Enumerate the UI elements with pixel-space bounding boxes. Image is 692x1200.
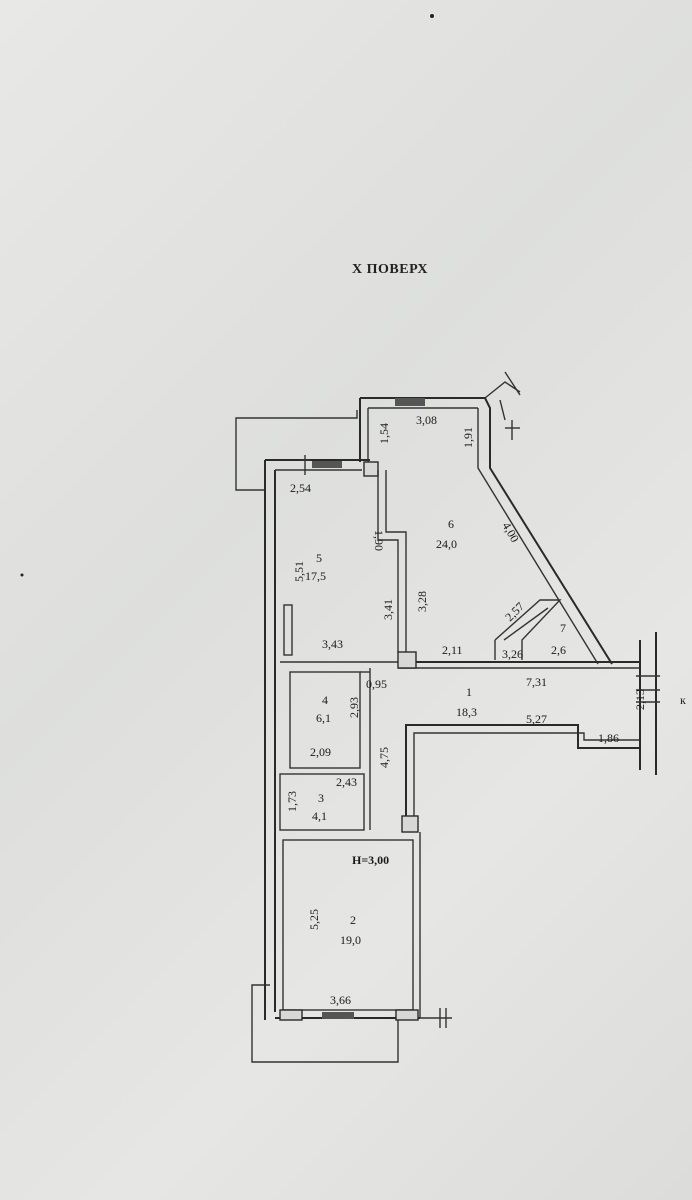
room-6-area: 24,0: [436, 537, 457, 551]
wall-room7: [503, 607, 549, 641]
wall-corridor-bottom-inner: [413, 732, 640, 830]
dimension: 3,28: [415, 591, 429, 612]
dimension: 3,43: [322, 637, 343, 651]
dimension: 2,13: [633, 689, 647, 710]
ceiling-height: Н=3,00: [352, 853, 389, 867]
room-5-area: 17,5: [305, 569, 326, 583]
dimension: 4,00: [499, 520, 522, 545]
column: [397, 651, 417, 669]
entry-mark: [504, 371, 521, 396]
dimension: 2,11: [442, 643, 463, 657]
room-1-area: 18,3: [456, 705, 477, 719]
room-6-number: 6: [448, 517, 454, 531]
window-frame: [395, 1009, 419, 1021]
wall-room6-left: [385, 470, 407, 652]
speck: [430, 14, 434, 18]
dimension: 3,26: [502, 647, 523, 661]
dimension: 5,51: [292, 561, 306, 582]
window: [312, 461, 342, 468]
dimension: 4,75: [377, 747, 391, 768]
room-4-number: 4: [322, 693, 328, 707]
window: [395, 398, 425, 406]
room-3-number: 3: [318, 791, 324, 805]
wall-slanted-outer: [484, 397, 613, 665]
entry-mark: [499, 399, 506, 421]
dimension: 7,31: [526, 675, 547, 689]
room-1-number: 1: [466, 685, 472, 699]
wall-room4: [289, 671, 361, 769]
entry-mark: [484, 381, 521, 399]
column: [401, 815, 419, 833]
floor-title: Х ПОВЕРХ: [352, 262, 428, 277]
wall-room5-right: [377, 470, 399, 652]
dimension: 1,54: [377, 423, 391, 444]
window-frame: [279, 1009, 303, 1021]
room-2-number: 2: [350, 913, 356, 927]
dimension: 0,95: [366, 677, 387, 691]
balcony-top: [235, 410, 358, 491]
dimension: 2,54: [290, 481, 311, 495]
dimension: 5,25: [307, 909, 321, 930]
window: [322, 1012, 354, 1019]
wall-room2: [282, 839, 414, 1011]
dimension: 2,43: [336, 775, 357, 789]
column: [363, 461, 379, 477]
dimension: 1,73: [285, 791, 299, 812]
dimension: 2,57: [502, 599, 527, 624]
radiator: [283, 604, 293, 656]
wall-slanted-inner: [477, 408, 599, 665]
wall-room3: [279, 773, 365, 831]
dimension: 3,08: [416, 413, 437, 427]
dimension: 5,27: [526, 712, 547, 726]
dimension: 3,66: [330, 993, 351, 1007]
balcony-bottom: [251, 984, 399, 1063]
room-4-area: 6,1: [316, 711, 331, 725]
dimension: 1,90: [372, 530, 386, 551]
edge-mark: к: [680, 693, 686, 707]
dimension: 1,91: [461, 427, 475, 448]
wall-corridor-bottom: [405, 724, 640, 830]
speck: [20, 573, 24, 577]
room-7-area: 2,6: [551, 643, 566, 657]
room-7-number: 7: [560, 621, 566, 635]
dimension: 2,93: [347, 697, 361, 718]
room-2-area: 19,0: [340, 933, 361, 947]
dimension: 3,41: [381, 599, 395, 620]
dimension: 2,09: [310, 745, 331, 759]
wall-room7: [494, 599, 562, 660]
room-5-number: 5: [316, 551, 322, 565]
dimension: 1,86: [598, 731, 619, 745]
room-3-area: 4,1: [312, 809, 327, 823]
